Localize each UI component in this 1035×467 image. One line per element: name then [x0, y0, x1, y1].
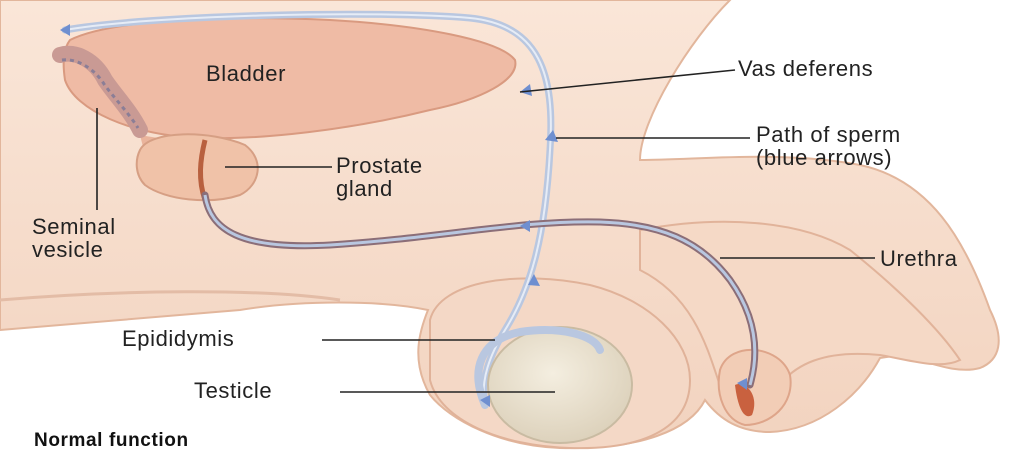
testicle-label: Testicle	[194, 380, 272, 402]
path-of-sperm-label: Path of sperm	[756, 124, 901, 146]
epididymis-label: Epididymis	[122, 328, 234, 350]
bladder-label: Bladder	[206, 63, 286, 85]
seminal-vesicle-label: Seminal	[32, 216, 116, 238]
testicle-organ	[488, 327, 632, 443]
prostate-label-line2: gland	[336, 178, 393, 200]
prostate-label: Prostate	[336, 155, 423, 177]
urethra-label: Urethra	[880, 248, 958, 270]
vas-deferens-label: Vas deferens	[738, 58, 873, 80]
path-of-sperm-sublabel: (blue arrows)	[756, 147, 892, 169]
seminal-vesicle-label-line2: vesicle	[32, 239, 103, 261]
caption: Normal function	[34, 430, 189, 452]
